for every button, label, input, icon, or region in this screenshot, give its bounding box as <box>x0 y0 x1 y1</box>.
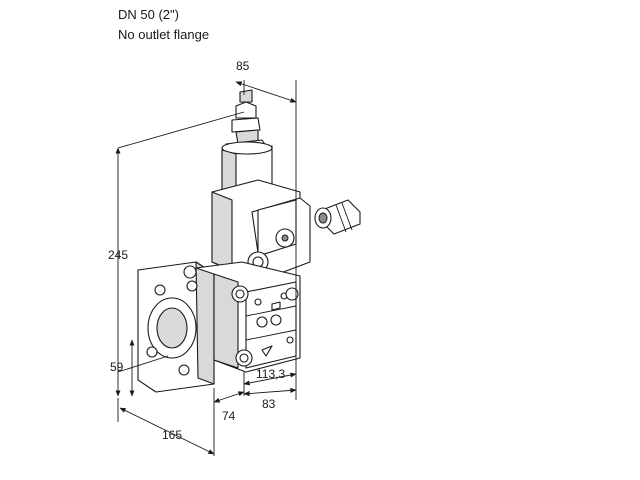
dimension-lines <box>115 80 297 456</box>
size-caption: DN 50 (2") <box>118 7 179 22</box>
dim-245-label: 245 <box>108 248 128 262</box>
cable-gland <box>314 199 361 235</box>
dim-85-label: 85 <box>236 59 250 73</box>
top-connector <box>225 89 267 151</box>
valve-body <box>183 261 301 373</box>
inlet-flange <box>137 261 215 393</box>
valve-illustration <box>137 89 361 393</box>
outlet-note-caption: No outlet flange <box>118 27 210 42</box>
dim-74-label: 74 <box>222 409 236 423</box>
dim-83-label: 83 <box>262 397 276 411</box>
coil-housing <box>211 179 311 281</box>
dim-165-label: 165 <box>162 428 182 442</box>
dim-113-label: 113,3 <box>256 367 285 381</box>
dim-59-label: 59 <box>110 360 124 374</box>
